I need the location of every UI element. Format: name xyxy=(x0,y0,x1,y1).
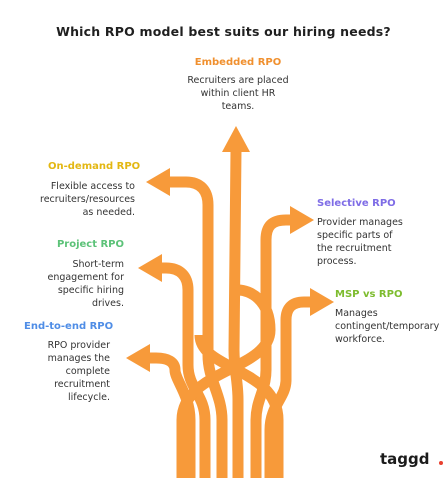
arrow-left-icon xyxy=(126,344,150,372)
arrow-up-icon xyxy=(222,126,250,152)
desc-line: Short-term xyxy=(72,259,125,270)
arrow-shaft-msp xyxy=(264,296,312,478)
desc-line: recruitment xyxy=(54,379,110,390)
model-heading-embedded: Embedded RPO xyxy=(194,57,282,68)
desc-line: workforce. xyxy=(335,334,385,345)
desc-line: drives. xyxy=(91,298,124,309)
desc-line: teams. xyxy=(221,101,255,112)
arrow-shaft-embedded xyxy=(228,149,244,478)
arrow-left-icon xyxy=(146,168,170,196)
model-description-project: Short-term engagement for specific hirin… xyxy=(22,258,124,310)
desc-line: recruiters/resources xyxy=(40,194,135,205)
desc-line: Recruiters are placed xyxy=(187,75,289,86)
desc-line: lifecycle. xyxy=(67,392,110,403)
desc-line: Flexible access to xyxy=(50,181,135,192)
desc-line: process. xyxy=(317,256,357,267)
arrow-right-icon xyxy=(290,206,314,234)
desc-line: specific parts of xyxy=(317,230,393,241)
model-description-msp: Manages contingent/temporary workforce. xyxy=(335,307,445,346)
arrow-left-icon xyxy=(138,254,162,282)
desc-line: Provider manages xyxy=(317,217,403,228)
model-description-selective: Provider manages specific parts of the r… xyxy=(317,216,437,268)
desc-line: specific hiring xyxy=(57,285,124,296)
desc-line: contingent/temporary xyxy=(335,321,440,332)
desc-line: engagement for xyxy=(47,272,124,283)
arrow-loop-right xyxy=(194,334,284,478)
model-description-on-demand: Flexible access to recruiters/resources … xyxy=(22,180,135,219)
logo-dot-icon xyxy=(439,461,443,465)
arrow-shaft-project xyxy=(160,262,211,478)
arrow-right-icon xyxy=(310,288,334,316)
desc-line: within client HR xyxy=(200,88,276,99)
desc-line: complete xyxy=(65,366,110,377)
desc-line: manages the xyxy=(47,353,110,364)
desc-line: Manages xyxy=(335,308,378,319)
model-heading-selective: Selective RPO xyxy=(317,198,396,209)
model-heading-on-demand: On-demand RPO xyxy=(48,161,141,172)
model-heading-msp: MSP vs RPO xyxy=(335,289,403,300)
desc-line: RPO provider xyxy=(47,340,110,351)
model-heading-end-to-end: End-to-end RPO xyxy=(24,321,114,332)
model-heading-project: Project RPO xyxy=(56,239,124,250)
desc-line: as needed. xyxy=(82,207,135,218)
desc-line: the recruitment xyxy=(317,243,392,254)
arrow-loop-left xyxy=(176,284,276,478)
model-description-embedded: Recruiters are placed within client HR t… xyxy=(158,74,318,113)
model-description-end-to-end: RPO provider manages the complete recrui… xyxy=(20,339,110,404)
taggd-logo: taggd xyxy=(380,450,430,468)
page-title: Which RPO model best suits our hiring ne… xyxy=(56,24,391,39)
